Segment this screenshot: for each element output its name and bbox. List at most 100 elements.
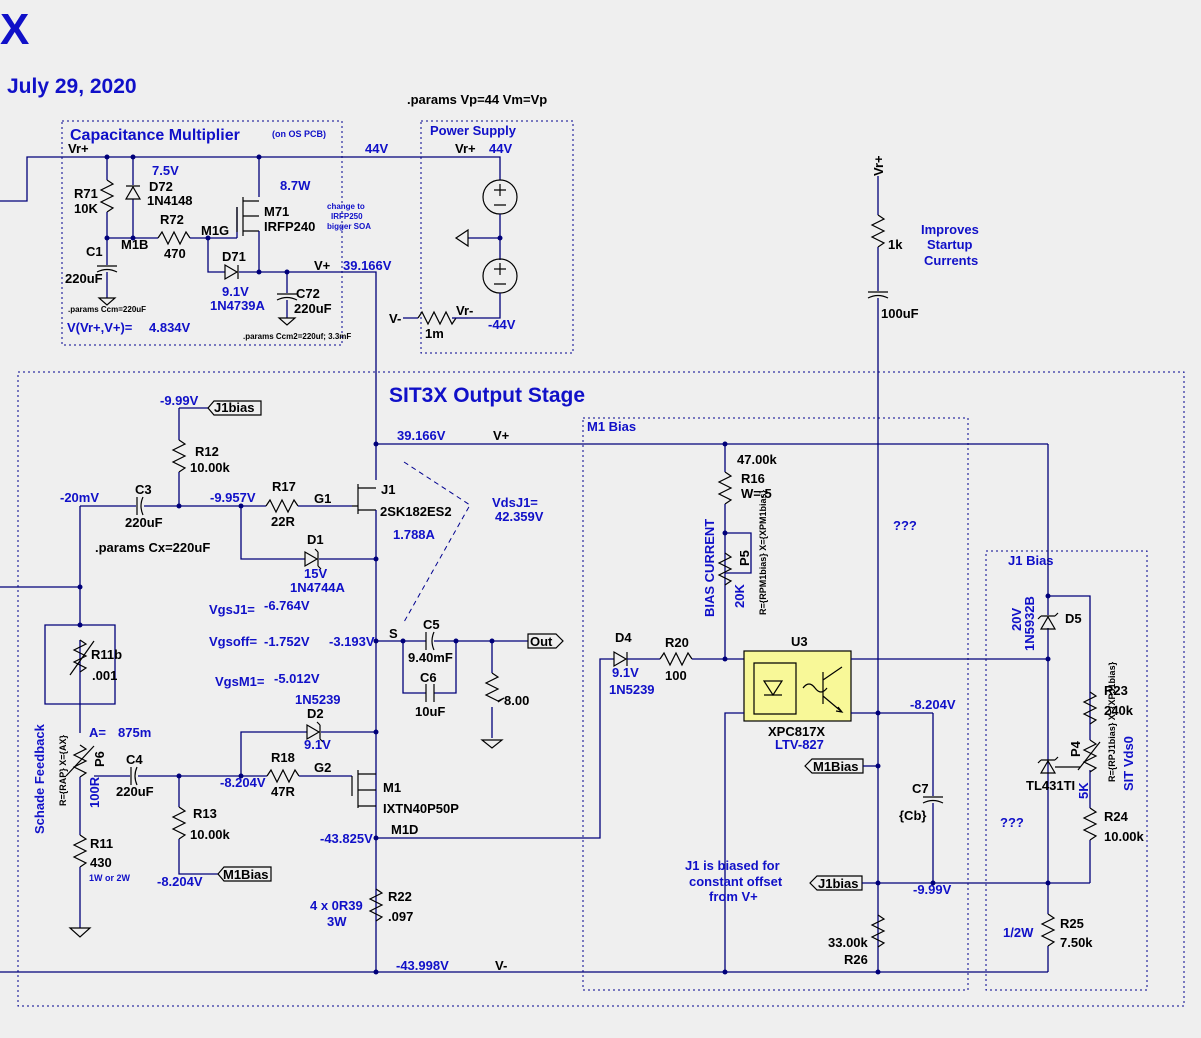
c72-capacitor — [276, 293, 298, 301]
d4-diode — [613, 650, 628, 668]
j1bias-flag-top — [207, 400, 262, 416]
cap-mult-subtitle: (on OS PCB) — [272, 129, 326, 139]
r26-resistor — [870, 914, 886, 948]
i1788-label: 1.788A — [393, 527, 436, 542]
u3-part-alt: LTV-827 — [775, 737, 824, 752]
r11-label: R11 — [90, 836, 113, 851]
m1g-label: M1G — [201, 223, 229, 238]
output-stage-section: SIT3X Output Stage -9.99V J1bias R12 10.… — [0, 372, 1048, 975]
n43825-label: -43.825V — [320, 831, 373, 846]
d2-value: 1N5239 — [295, 692, 341, 707]
tl431-shunt — [1037, 756, 1080, 774]
rt-vr-plus: Vr+ — [871, 155, 886, 176]
r72-label: R72 — [160, 212, 184, 227]
r22-resistor — [368, 888, 384, 922]
r11b-resistor — [72, 639, 88, 673]
r72-resistor — [157, 230, 191, 246]
improves-3: Currents — [924, 253, 978, 268]
d5-zener — [1037, 612, 1059, 630]
n20mv-label: -20mV — [60, 490, 99, 505]
p4-value: 5K — [1076, 782, 1091, 799]
power-vr-minus: Vr- — [456, 303, 473, 318]
j1bias-qqq: ??? — [1000, 815, 1024, 830]
out-port-label: Out — [530, 634, 553, 649]
load-ground — [480, 739, 504, 749]
r72-value: 470 — [164, 246, 186, 261]
power-label: 8.7W — [280, 178, 311, 193]
sit-vds0-label: SIT Vds0 — [1121, 736, 1136, 791]
c4-label: C4 — [126, 752, 143, 767]
c1-capacitor — [96, 265, 118, 273]
r20-value: 100 — [665, 668, 687, 683]
j1-bias-section: J1 Bias 20V 1N5932B D5 R23 240k P4 5K R=… — [851, 444, 1145, 972]
v44-label: 44V — [365, 141, 388, 156]
c3-label: C3 — [135, 482, 152, 497]
m1-label: M1 — [383, 780, 401, 795]
r13-value: 10.00k — [190, 827, 231, 842]
m1bias-note-3: from V+ — [709, 889, 758, 904]
params-cx: .params Cx=220uF — [95, 540, 210, 555]
c7-value: {Cb} — [899, 808, 926, 823]
vgsj1-value: -6.764V — [264, 598, 310, 613]
c5-label: C5 — [423, 617, 440, 632]
d1-zener — [304, 548, 322, 570]
c72-value: 220uF — [294, 301, 332, 316]
d71-voltage: 9.1V — [222, 284, 249, 299]
p5-expr: R={RPM1bias} X={XPM1bias} — [758, 489, 768, 615]
c1-ground — [97, 297, 117, 306]
d71-value: 1N4739A — [210, 298, 266, 313]
r25-resistor — [1040, 913, 1056, 947]
m1bias-title: M1 Bias — [587, 419, 636, 434]
c72-label: C72 — [296, 286, 320, 301]
r18-label: R18 — [271, 750, 295, 765]
params-ccm: .params Ccm=220uF — [68, 305, 146, 314]
d4-voltage: 9.1V — [612, 665, 639, 680]
n3193-label: -3.193V — [329, 634, 375, 649]
date-label: July 29, 2020 — [7, 75, 137, 98]
load-value: 8.00 — [504, 693, 529, 708]
change-note-2: IRFP250 — [331, 212, 363, 221]
m1-value: IXTN40P50P — [383, 801, 459, 816]
j1bias-flag-right-text: J1bias — [818, 876, 858, 891]
r11-watt: 1W or 2W — [89, 873, 131, 883]
r23-resistor — [1082, 691, 1098, 725]
power-supply-section: Power Supply Vr+ 44V V- Vr- 1m -44V — [389, 123, 518, 341]
params-ccm2: .params Ccm2=220uf; 3.3mF — [243, 332, 351, 341]
c4-capacitor — [130, 766, 138, 786]
vdsj1-label: VdsJ1= — [492, 495, 538, 510]
r26-value: 33.00k — [828, 935, 869, 950]
r17-label: R17 — [272, 479, 296, 494]
power-1m-resistor — [417, 310, 457, 326]
g1-label: G1 — [314, 491, 331, 506]
vexpr-label: V(Vr+,V+)= — [67, 320, 133, 335]
m1bias-flag-left-text: M1Bias — [223, 867, 269, 882]
vplus-rail-label: V+ — [493, 428, 510, 443]
p4-label: P4 — [1068, 740, 1083, 757]
power-vneg: -44V — [488, 317, 516, 332]
d71-label: D71 — [222, 249, 246, 264]
r16-wiper: W=.5 — [741, 486, 772, 501]
r18-resistor — [266, 768, 300, 784]
m1-mosfet — [351, 770, 376, 808]
d2-zener — [306, 721, 324, 743]
p5-potentiometer — [717, 552, 733, 586]
vdsj1-value: 42.359V — [495, 509, 544, 524]
u3-part: XPC817X — [768, 724, 825, 739]
m1bias-flag-left — [217, 866, 272, 882]
c5-value: 9.40mF — [408, 650, 453, 665]
d72-diode — [124, 185, 142, 200]
vr-plus-label: Vr+ — [68, 141, 89, 156]
cap-mult-title: Capacitance Multiplier — [70, 127, 240, 144]
d5-voltage: 20V — [1009, 608, 1024, 631]
m1d-label: M1D — [391, 822, 418, 837]
vgsm1-label: VgsM1= — [215, 674, 265, 689]
m1bias-qqq: ??? — [893, 518, 917, 533]
r12-resistor — [171, 439, 187, 473]
r18-value: 47R — [271, 784, 295, 799]
r25-value: 7.50k — [1060, 935, 1093, 950]
r71-value: 10K — [74, 201, 98, 216]
startup-section: Vr+ 1k 100uF Improves Startup Currents — [867, 155, 979, 972]
c6-capacitor — [425, 684, 435, 702]
change-note-1: change to — [327, 202, 365, 211]
